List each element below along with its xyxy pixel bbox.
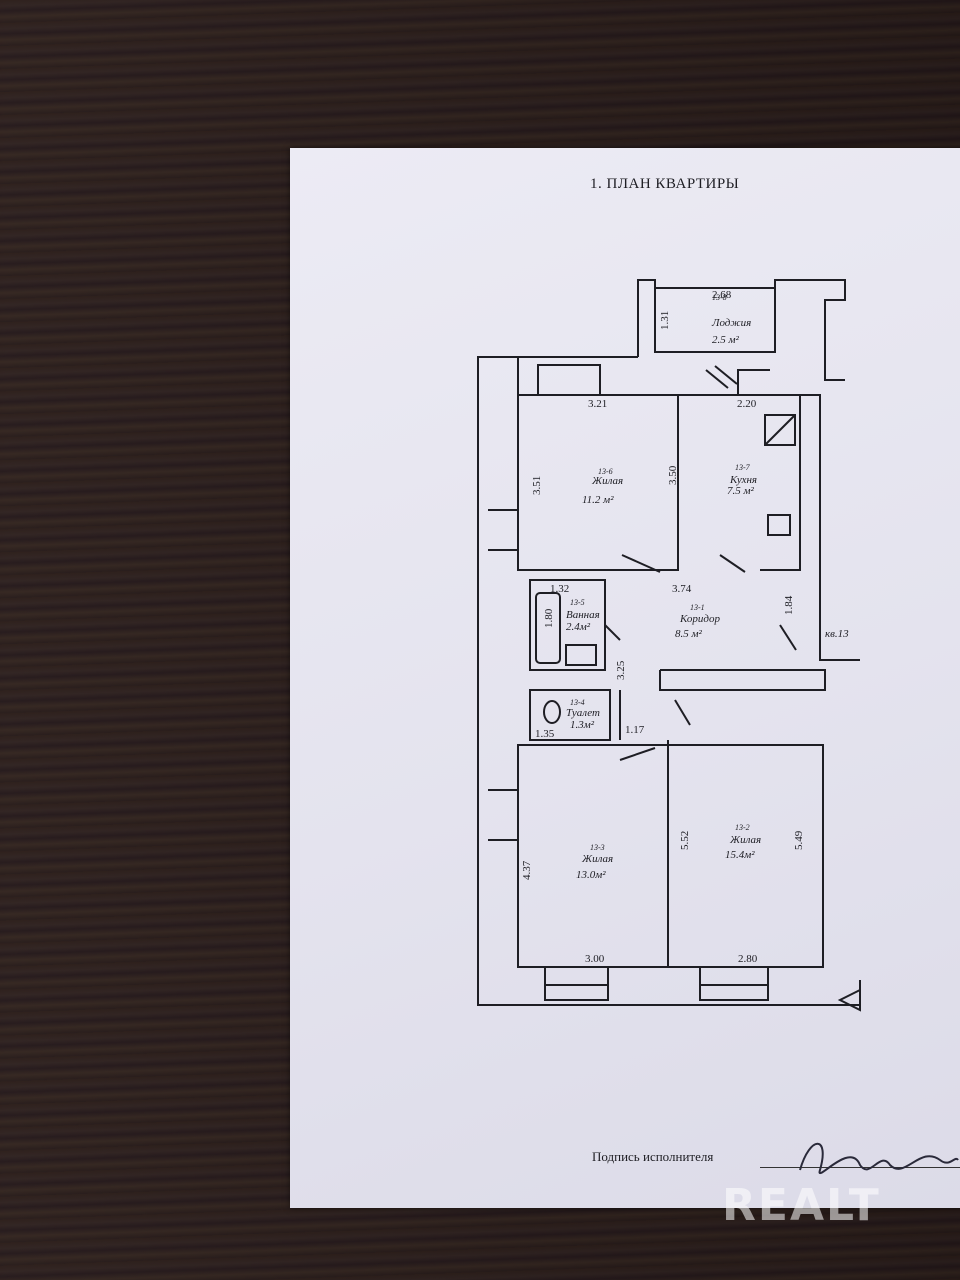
living3-name: Жилая bbox=[581, 853, 613, 865]
handwritten-signature bbox=[799, 1142, 959, 1174]
living2-name: Жилая bbox=[729, 834, 761, 846]
apartment-label: кв.13 bbox=[825, 628, 849, 640]
bath-name: Ванная bbox=[566, 609, 600, 621]
dim-corr-h2: 3.25 bbox=[615, 660, 627, 680]
living1-area: 11.2 м² bbox=[582, 494, 614, 506]
dim-bath-h: 1.80 bbox=[543, 608, 555, 628]
corridor-name: Коридор bbox=[679, 613, 720, 625]
corridor-area: 8.5 м² bbox=[675, 628, 703, 640]
dim-k-w: 2.20 bbox=[737, 398, 757, 410]
living3-area: 13.0м² bbox=[576, 869, 606, 881]
living1-code: 13-6 bbox=[598, 467, 613, 476]
kitchen-name: Кухня bbox=[729, 474, 757, 486]
dim-l1-w: 3.21 bbox=[588, 398, 607, 410]
loggia-walls bbox=[637, 279, 795, 357]
outer-wall-left bbox=[477, 356, 860, 1006]
watermark-logo: REALT bbox=[722, 1180, 881, 1231]
dim-l1-h: 3.51 bbox=[531, 476, 543, 495]
loggia-code: 13-8 bbox=[712, 293, 727, 302]
page-title: 1. ПЛАН КВАРТИРЫ bbox=[590, 176, 740, 192]
dim-l2-hl: 5.52 bbox=[679, 831, 691, 850]
kitchen-code: 13-7 bbox=[735, 463, 751, 472]
bath-area: 2.4м² bbox=[566, 621, 591, 633]
dim-bath-w: 1.32 bbox=[550, 583, 569, 595]
dim-corr-w: 3.74 bbox=[672, 583, 692, 595]
toilet-name: Туалет bbox=[566, 707, 600, 719]
signature-line bbox=[760, 1167, 960, 1168]
living3-code: 13-3 bbox=[590, 843, 605, 852]
living1-name: Жилая bbox=[591, 475, 623, 487]
kitchen-area: 7.5 м² bbox=[727, 485, 755, 497]
paper-sheet bbox=[290, 148, 960, 1208]
loggia-name: Лоджия bbox=[711, 317, 751, 329]
dim-l1-h2: 3.50 bbox=[667, 465, 679, 485]
signature-label: Подпись исполнителя bbox=[592, 1149, 714, 1164]
dim-l3-w: 3.00 bbox=[585, 953, 605, 965]
living2-code: 13-2 bbox=[735, 823, 750, 832]
outer-wall-right bbox=[795, 279, 846, 381]
dim-toilet-w: 1.35 bbox=[535, 728, 555, 740]
dim-loggia-w: 2.68 bbox=[712, 289, 732, 301]
dim-hall-w: 1.17 bbox=[625, 724, 645, 736]
dim-l2-hr: 5.49 bbox=[793, 830, 805, 850]
toilet-code: 13-4 bbox=[570, 698, 585, 707]
bath-code: 13-5 bbox=[570, 598, 585, 607]
loggia-area: 2.5 м² bbox=[712, 334, 740, 346]
dim-l2-w: 2.80 bbox=[738, 953, 758, 965]
dim-loggia-h: 1.31 bbox=[659, 311, 671, 330]
living2-area: 15.4м² bbox=[725, 849, 755, 861]
dim-l3-h: 4.37 bbox=[521, 860, 533, 880]
corridor-code: 13-1 bbox=[690, 603, 705, 612]
toilet-area: 1.3м² bbox=[570, 719, 595, 731]
dim-corr-h: 1.84 bbox=[783, 595, 795, 615]
